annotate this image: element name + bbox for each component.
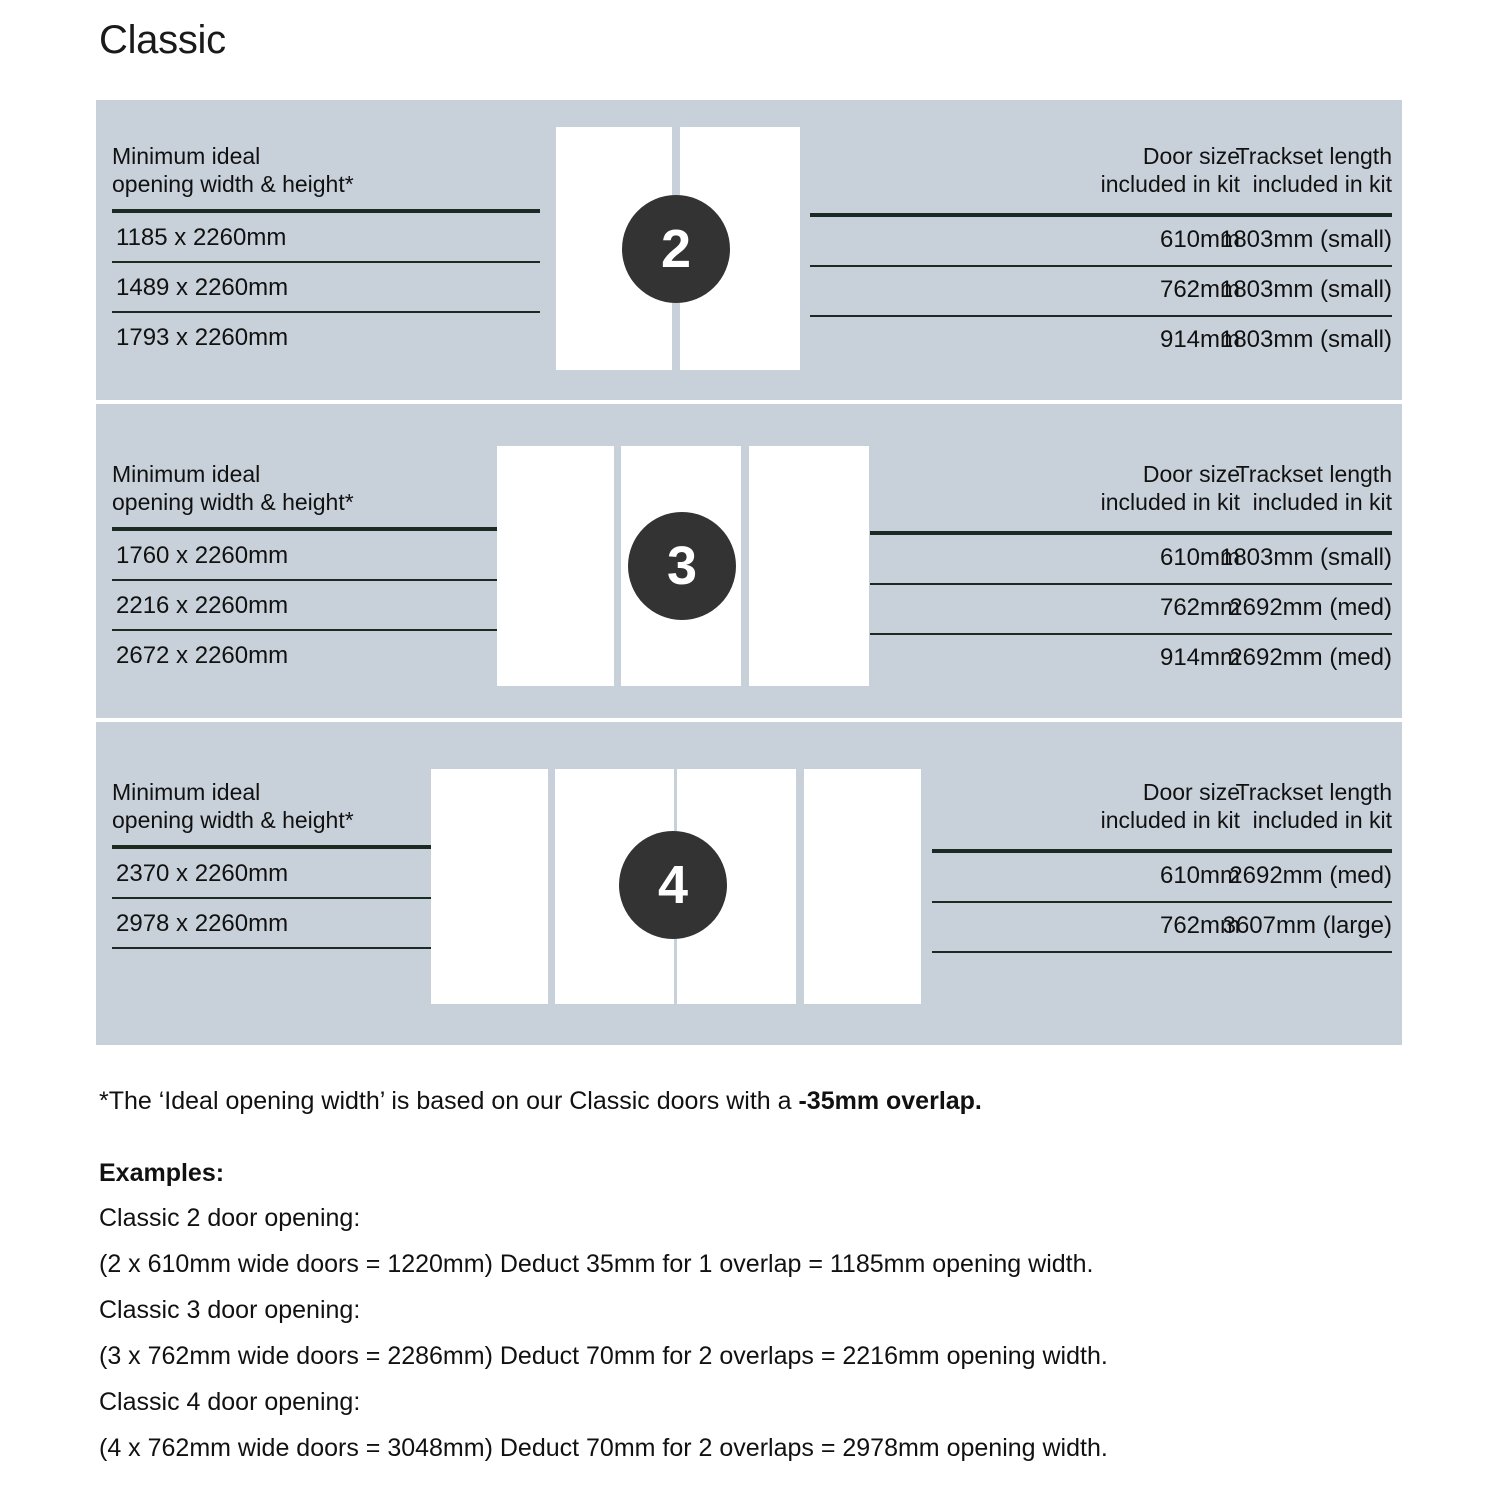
examples-heading: Examples: bbox=[99, 1159, 225, 1187]
section-3-door: Minimum ideal opening width & height* 17… bbox=[96, 418, 1402, 718]
page-title: Classic bbox=[99, 18, 226, 62]
trackset-value: 2692mm (med) bbox=[1229, 862, 1392, 889]
door-count-badge: 3 bbox=[628, 512, 736, 620]
rule bbox=[810, 265, 1392, 267]
door-size-value: 914mm bbox=[1159, 644, 1240, 671]
section-divider-2 bbox=[96, 718, 1402, 722]
opening-value: 1185 x 2260mm bbox=[116, 224, 287, 251]
opening-column-1: Minimum ideal opening width & height* 11… bbox=[112, 142, 540, 361]
rule bbox=[932, 849, 1392, 853]
opening-value: 1793 x 2260mm bbox=[116, 324, 289, 351]
footnote-prefix: *The ‘Ideal opening width’ is based on o… bbox=[99, 1087, 799, 1115]
trackset-value: 2692mm (med) bbox=[1229, 644, 1392, 671]
door-panel bbox=[749, 446, 869, 686]
door-count-badge: 2 bbox=[622, 195, 730, 303]
footnote-bold: -35mm overlap. bbox=[798, 1087, 982, 1115]
example-line: (3 x 762mm wide doors = 2286mm) Deduct 7… bbox=[99, 1342, 1108, 1370]
door-panel bbox=[497, 446, 614, 686]
section-divider-1 bbox=[96, 400, 1402, 404]
door-diagram-3: 3 bbox=[497, 446, 869, 686]
rule bbox=[112, 311, 540, 313]
rule bbox=[870, 633, 1392, 635]
example-line: (2 x 610mm wide doors = 1220mm) Deduct 3… bbox=[99, 1250, 1094, 1278]
rule bbox=[870, 531, 1392, 535]
trackset-value: 1803mm (small) bbox=[1219, 226, 1392, 253]
spec-panel: Minimum ideal opening width & height* 11… bbox=[96, 100, 1402, 1045]
section-2-door: Minimum ideal opening width & height* 11… bbox=[96, 100, 1402, 400]
door-panel bbox=[804, 769, 921, 1004]
example-line: Classic 4 door opening: bbox=[99, 1388, 361, 1416]
door-size-value: 762mm bbox=[1159, 276, 1240, 303]
trackset-value: 1803mm (small) bbox=[1219, 326, 1392, 353]
opening-value: 1489 x 2260mm bbox=[116, 274, 289, 301]
opening-value: 2370 x 2260mm bbox=[116, 860, 289, 887]
opening-header-3: Minimum ideal opening width & height* bbox=[112, 779, 354, 833]
opening-header-1: Minimum ideal opening width & height* bbox=[112, 143, 354, 197]
door-panel bbox=[431, 769, 548, 1004]
kit-columns-2: Door size included in kit Trackset lengt… bbox=[870, 460, 1392, 683]
section-4-door: Minimum ideal opening width & height* 23… bbox=[96, 736, 1402, 1045]
trackset-header: Trackset length included in kit bbox=[1235, 779, 1392, 833]
door-size-header: Door size included in kit bbox=[1100, 143, 1240, 197]
opening-value: 2978 x 2260mm bbox=[116, 910, 289, 937]
door-size-value: 762mm bbox=[1159, 594, 1240, 621]
door-diagram-4: 4 bbox=[431, 769, 921, 1004]
rule bbox=[112, 947, 438, 949]
door-size-value: 610mm bbox=[1159, 544, 1240, 571]
rule bbox=[932, 901, 1392, 903]
rule bbox=[112, 527, 500, 531]
rule bbox=[932, 951, 1392, 953]
trackset-value: 1803mm (small) bbox=[1219, 544, 1392, 571]
door-size-header: Door size included in kit bbox=[1100, 779, 1240, 833]
door-size-header: Door size included in kit bbox=[1100, 461, 1240, 515]
door-size-value: 610mm bbox=[1159, 862, 1240, 889]
door-size-value: 914mm bbox=[1159, 326, 1240, 353]
trackset-header: Trackset length included in kit bbox=[1235, 461, 1392, 515]
door-size-value: 610mm bbox=[1159, 226, 1240, 253]
example-line: (4 x 762mm wide doors = 3048mm) Deduct 7… bbox=[99, 1434, 1108, 1462]
opening-value: 2672 x 2260mm bbox=[116, 642, 289, 669]
trackset-value: 3607mm (large) bbox=[1222, 912, 1392, 939]
footnote: *The ‘Ideal opening width’ is based on o… bbox=[99, 1086, 982, 1116]
opening-value: 1760 x 2260mm bbox=[116, 542, 289, 569]
example-line: Classic 3 door opening: bbox=[99, 1296, 361, 1324]
opening-value: 2216 x 2260mm bbox=[116, 592, 289, 619]
rule bbox=[810, 213, 1392, 217]
rule bbox=[112, 629, 500, 631]
door-size-value: 762mm bbox=[1159, 912, 1240, 939]
trackset-value: 2692mm (med) bbox=[1229, 594, 1392, 621]
opening-column-2: Minimum ideal opening width & height* 17… bbox=[112, 460, 500, 679]
example-line: Classic 2 door opening: bbox=[99, 1204, 361, 1232]
kit-columns-1: Door size included in kit Trackset lengt… bbox=[810, 142, 1392, 365]
trackset-value: 1803mm (small) bbox=[1219, 276, 1392, 303]
rule bbox=[112, 209, 540, 213]
rule bbox=[112, 845, 438, 849]
door-diagram-2: 2 bbox=[556, 127, 800, 370]
rule bbox=[870, 583, 1392, 585]
door-count-badge: 4 bbox=[619, 831, 727, 939]
rule bbox=[112, 579, 500, 581]
rule bbox=[112, 261, 540, 263]
opening-header-2: Minimum ideal opening width & height* bbox=[112, 461, 354, 515]
opening-column-3: Minimum ideal opening width & height* 23… bbox=[112, 778, 438, 949]
rule bbox=[112, 897, 438, 899]
trackset-header: Trackset length included in kit bbox=[1235, 143, 1392, 197]
rule bbox=[810, 315, 1392, 317]
kit-columns-3: Door size included in kit Trackset lengt… bbox=[932, 778, 1392, 953]
